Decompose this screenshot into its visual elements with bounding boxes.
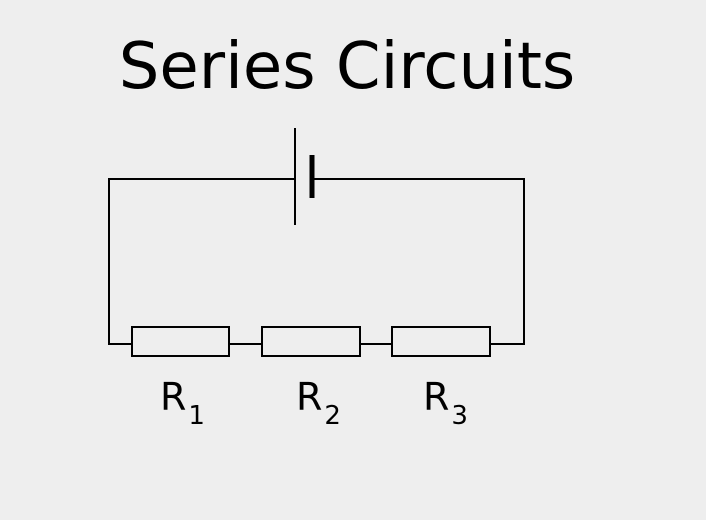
- wire-loop: [108, 178, 525, 345]
- resistor-1-label: R1: [160, 375, 205, 431]
- resistor-3-label: R3: [423, 375, 468, 431]
- resistor-2: [261, 326, 361, 357]
- diagram-title: Series Circuits: [118, 30, 576, 104]
- resistor-2-label: R2: [296, 375, 341, 431]
- resistor-1: [131, 326, 230, 357]
- resistor-3: [391, 326, 491, 357]
